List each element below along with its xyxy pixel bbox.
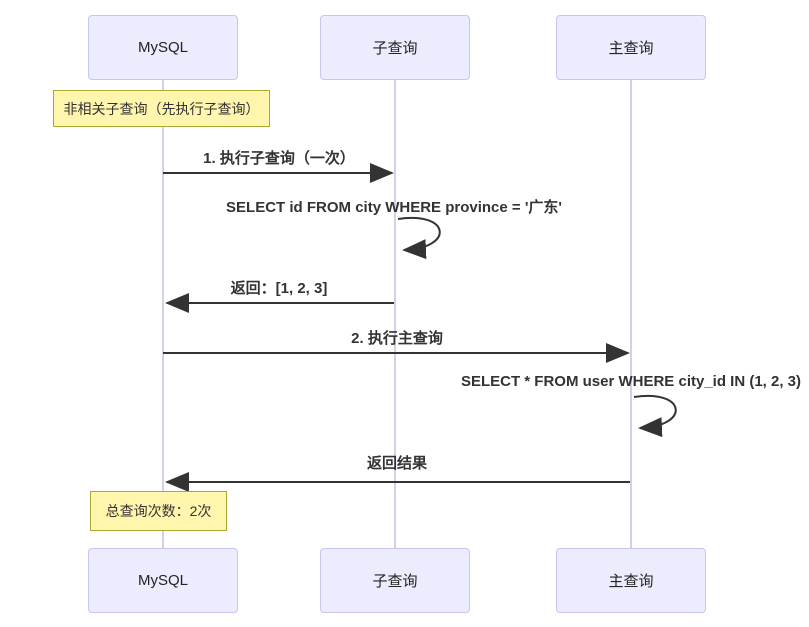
- actor-mainquery-bottom: 主查询: [556, 548, 706, 613]
- actor-label: 主查询: [608, 40, 654, 57]
- message-return-ids-label: 返回：[1, 2, 3]: [230, 280, 328, 297]
- actor-subquery-top: 子查询: [320, 15, 470, 80]
- self-loop-mainquery: [633, 394, 677, 438]
- lifeline-subquery: [394, 78, 396, 550]
- actor-label: 主查询: [608, 573, 654, 590]
- note-noncorrelated-subquery: 非相关子查询（先执行子查询）: [53, 90, 270, 127]
- actor-label: 子查询: [372, 40, 418, 57]
- message-return-result-label: 返回结果: [366, 455, 428, 472]
- message-mainquery-sql-label: SELECT * FROM user WHERE city_id IN (1, …: [460, 373, 802, 390]
- actor-mysql-bottom: MySQL: [88, 548, 238, 613]
- actor-mainquery-top: 主查询: [556, 15, 706, 80]
- message-execute-mainquery-label: 2. 执行主查询: [351, 330, 443, 347]
- actor-mysql-top: MySQL: [88, 15, 238, 80]
- note-text: 非相关子查询（先执行子查询）: [63, 100, 260, 117]
- actor-label: MySQL: [137, 572, 188, 589]
- self-loop-subquery: [397, 216, 441, 260]
- actor-label: 子查询: [372, 573, 418, 590]
- lifeline-mysql: [162, 78, 164, 550]
- actor-subquery-bottom: 子查询: [320, 548, 470, 613]
- message-subquery-sql-label: SELECT id FROM city WHERE province = '广东…: [226, 199, 562, 216]
- lifeline-mainquery: [630, 78, 632, 550]
- note-total-query-count: 总查询次数：2次: [90, 491, 227, 531]
- actor-label: MySQL: [137, 39, 188, 56]
- note-text: 总查询次数：2次: [105, 503, 212, 519]
- message-execute-subquery-label: 1. 执行子查询（一次）: [203, 150, 355, 167]
